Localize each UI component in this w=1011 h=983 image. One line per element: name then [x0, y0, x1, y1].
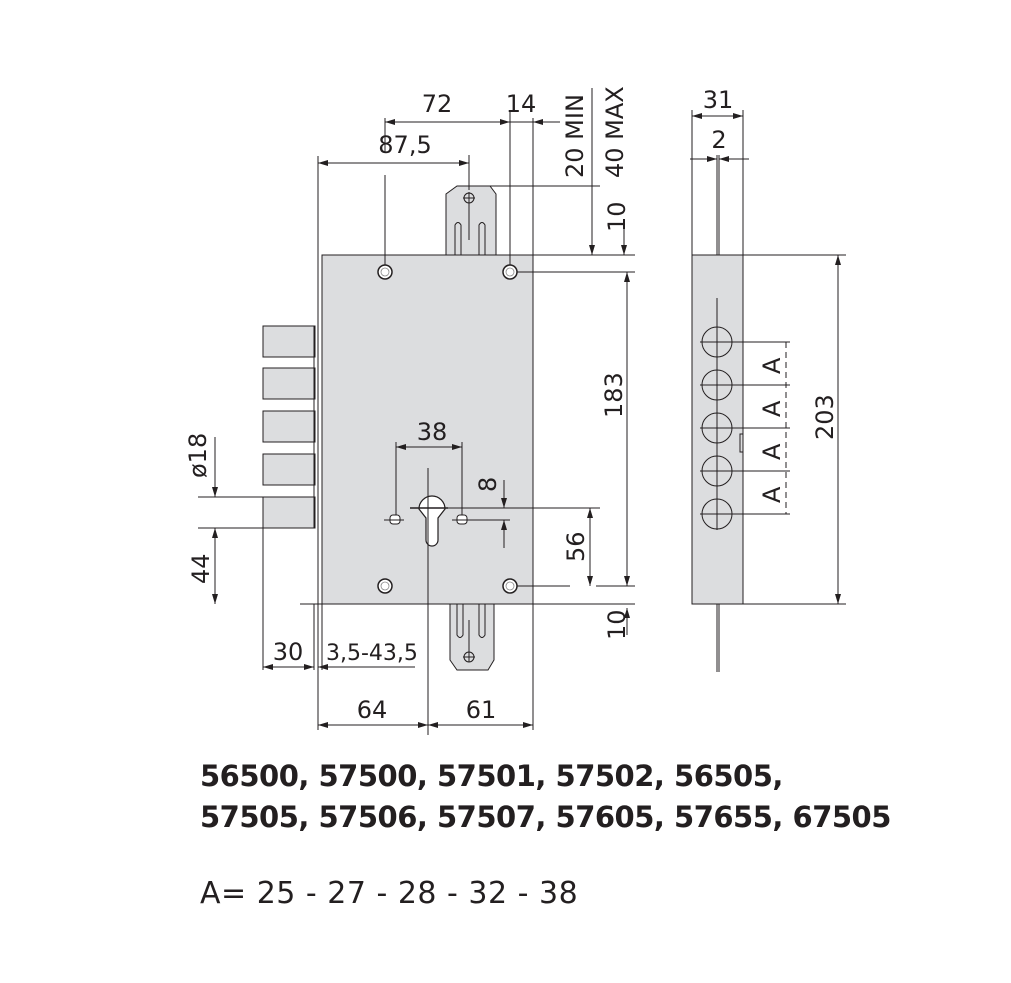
model-numbers-line-1: 56500, 57500, 57501, 57502, 56505, — [200, 759, 783, 793]
top-latch-tab — [445, 185, 497, 256]
dim-bottom-10: 10 — [603, 609, 631, 640]
dim-44: 44 — [187, 553, 215, 584]
dim-8: 8 — [474, 477, 502, 492]
front-view: 72 14 87,5 20 MIN 40 MAX 10 183 56 10 38… — [184, 86, 635, 735]
dim-72: 72 — [422, 90, 453, 118]
dim-a-4: A — [758, 486, 786, 503]
dim-a-2: A — [758, 400, 786, 417]
dim-183: 183 — [600, 372, 628, 418]
dim-56: 56 — [562, 531, 590, 562]
model-numbers-line-2: 57505, 57506, 57507, 57605, 57655, 67505 — [200, 800, 891, 834]
dim-64: 64 — [357, 696, 388, 724]
dim-20-min: 20 MIN — [561, 94, 589, 178]
dim-30: 30 — [273, 638, 304, 666]
dim-38: 38 — [417, 418, 448, 446]
dim-bolt-throw: 3,5-43,5 — [326, 641, 418, 666]
dim-40-max: 40 MAX — [601, 86, 629, 178]
dim-203: 203 — [811, 394, 839, 440]
model-numbers: 56500, 57500, 57501, 57502, 56505, 57505… — [200, 756, 891, 838]
dim-14: 14 — [506, 90, 537, 118]
cylinder-hole — [384, 495, 510, 547]
a-spacing-values: A= 25 - 27 - 28 - 32 - 38 — [200, 876, 579, 911]
dim-61: 61 — [466, 696, 497, 724]
dim-a-3: A — [758, 443, 786, 460]
dim-2: 2 — [711, 126, 726, 154]
dim-dia-18: ø18 — [184, 433, 212, 478]
dim-top-10: 10 — [603, 201, 631, 232]
bottom-latch-tab — [449, 603, 495, 671]
deadbolts — [262, 325, 316, 670]
side-view: A A A A 203 31 2 — [690, 86, 846, 672]
dim-a-1: A — [758, 357, 786, 374]
dim-87-5: 87,5 — [378, 131, 431, 159]
dim-31: 31 — [703, 86, 734, 114]
side-bolt-holes — [700, 298, 790, 530]
